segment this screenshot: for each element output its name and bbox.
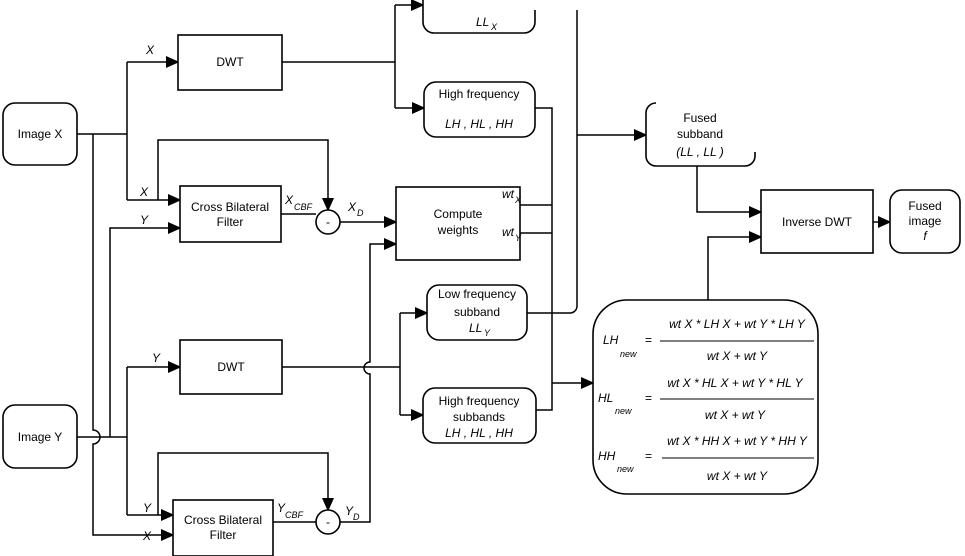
fused-image-block: Fused image f — [889, 189, 961, 254]
dwt-top-label: DWT — [216, 55, 244, 69]
svg-text:Y: Y — [143, 501, 152, 515]
svg-text:=: = — [645, 391, 652, 405]
svg-text:HL: HL — [598, 391, 613, 405]
fused-image-label-2: image — [909, 214, 942, 228]
fused-image-label-3: f — [923, 229, 928, 243]
ll-y-sub: subband — [454, 305, 500, 319]
compute-label-1: Compute — [434, 207, 483, 221]
svg-text:wt: wt — [502, 187, 515, 201]
fused-ll-block: Fused subband (LL , LL ) — [645, 102, 756, 167]
svg-text:X: X — [514, 195, 522, 205]
fused-ll-label-1: Fused — [683, 111, 716, 125]
image-x-label: Image X — [18, 127, 63, 141]
fused-ll-label-3: (LL , LL ) — [676, 145, 724, 159]
fused-image-label-1: Fused — [908, 199, 941, 213]
svg-text:=: = — [645, 449, 652, 463]
cbf-top-label-2: Filter — [217, 215, 244, 229]
formula-hl: HL new = wt X * HL X + wt Y * HL Y wt X … — [598, 376, 814, 422]
svg-text:Y: Y — [152, 351, 161, 365]
ll-x-sub: X — [490, 22, 498, 32]
svg-text:Y: Y — [515, 233, 522, 243]
svg-text:CBF: CBF — [294, 202, 313, 212]
ll-y-subscript: Y — [484, 328, 491, 338]
dwt-top-block: DWT — [177, 34, 283, 91]
ll-y-label: LL — [469, 321, 482, 335]
svg-text:new: new — [620, 349, 637, 359]
svg-text:X: X — [284, 193, 294, 207]
dwt-bottom-block: DWT — [179, 339, 283, 395]
hf-y-bands: LH , HL , HH — [445, 426, 513, 440]
cbf-bottom-label-1: Cross Bilateral — [184, 513, 262, 527]
svg-text:X: X — [145, 43, 155, 57]
svg-text:wt X + wt Y: wt X + wt Y — [705, 408, 766, 422]
svg-text:D: D — [357, 208, 364, 218]
hf-x-title: High frequency — [439, 87, 520, 101]
signal-labels: X X Y Y Y X X CBF X D Y CBF Y D wt X wt … — [139, 43, 522, 543]
fusion-rule-block: LH new = wt X * LH X + wt Y * LH Y wt X … — [592, 299, 819, 495]
ll-x-label: LL — [476, 15, 489, 29]
svg-text:Y: Y — [345, 504, 354, 518]
svg-text:wt X + wt Y: wt X + wt Y — [707, 349, 768, 363]
svg-text:CBF: CBF — [285, 510, 304, 520]
subtract-top: - — [315, 209, 341, 235]
image-x-block: Image X — [2, 102, 78, 166]
minus-top: - — [326, 215, 330, 229]
dwt-bottom-label: DWT — [217, 360, 245, 374]
image-y-label: Image Y — [18, 430, 62, 444]
compute-weights-block: Compute weights — [395, 186, 521, 261]
hf-x-block: High frequency LH , HL , HH — [423, 81, 536, 138]
svg-text:D: D — [353, 512, 360, 522]
svg-text:X: X — [139, 185, 149, 199]
svg-text:HH: HH — [598, 449, 616, 463]
hf-x-bands: LH , HL , HH — [445, 117, 513, 131]
fused-ll-label-2: subband — [677, 127, 723, 141]
svg-text:new: new — [615, 406, 632, 416]
svg-text:wt: wt — [502, 225, 515, 239]
svg-text:X: X — [347, 200, 357, 214]
hf-y-block: High frequency subbands LH , HL , HH — [422, 387, 537, 444]
subtract-bottom: - — [315, 509, 341, 535]
svg-text:wt X * HH X + wt Y * HH Y: wt X * HH X + wt Y * HH Y — [667, 434, 808, 448]
svg-text:X: X — [142, 529, 152, 543]
svg-text:Y: Y — [140, 213, 149, 227]
cbf-top-block: Cross Bilateral Filter — [179, 185, 282, 243]
image-y-block: Image Y — [2, 404, 78, 469]
cbf-top-label-1: Cross Bilateral — [191, 200, 269, 214]
svg-text:=: = — [645, 333, 652, 347]
formula-lh: LH new = wt X * LH X + wt Y * LH Y wt X … — [603, 317, 814, 363]
hf-y-title: High frequency — [439, 394, 520, 408]
cbf-bottom-label-2: Filter — [210, 528, 237, 542]
cbf-bottom-block: Cross Bilateral Filter — [172, 499, 274, 556]
inverse-dwt-block: Inverse DWT — [760, 189, 874, 254]
connectors — [77, 5, 892, 541]
ll-x-block: LL X — [422, 0, 536, 34]
hf-y-sub: subbands — [453, 410, 505, 424]
svg-text:Y: Y — [277, 501, 286, 515]
compute-label-2: weights — [437, 223, 479, 237]
svg-text:LH: LH — [603, 333, 619, 347]
ll-y-block: Low frequency subband LL Y — [426, 284, 528, 341]
svg-text:wt X * LH X + wt Y * LH Y: wt X * LH X + wt Y * LH Y — [669, 317, 806, 331]
ll-y-title: Low frequency — [438, 287, 516, 301]
svg-text:new: new — [617, 464, 634, 474]
minus-bottom: - — [326, 515, 330, 529]
formula-hh: HH new = wt X * HH X + wt Y * HH Y wt X … — [598, 434, 814, 483]
svg-text:wt X * HL X + wt Y * HL Y: wt X * HL X + wt Y * HL Y — [667, 376, 803, 390]
svg-text:wt X + wt Y: wt X + wt Y — [707, 469, 768, 483]
inverse-dwt-label: Inverse DWT — [782, 215, 853, 229]
